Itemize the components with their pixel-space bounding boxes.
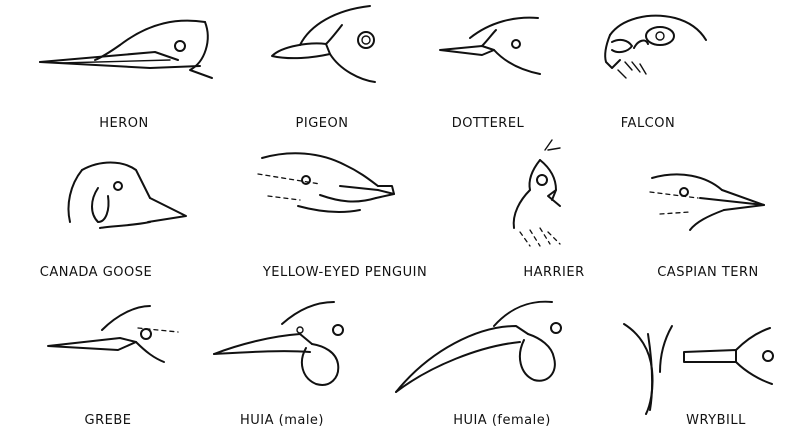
canada-goose-head-drawing xyxy=(69,163,187,229)
falcon-head-drawing xyxy=(605,16,706,78)
heron-label: HERON xyxy=(99,116,148,131)
huia-male-head-drawing xyxy=(214,302,343,385)
huia-female-head-drawing xyxy=(396,302,561,392)
wrybill-label: WRYBILL xyxy=(686,413,746,428)
pigeon-label: PIGEON xyxy=(296,116,349,131)
grebe-head-drawing xyxy=(48,306,178,362)
heron-head-drawing xyxy=(40,21,212,78)
canada-goose-label: CANADA GOOSE xyxy=(40,265,152,280)
dotterel-label: DOTTEREL xyxy=(452,116,525,131)
falcon-label: FALCON xyxy=(621,116,675,131)
wrybill-head-drawing xyxy=(624,324,773,414)
huia-male-label: HUIA (male) xyxy=(240,413,324,428)
grebe-label: GREBE xyxy=(85,413,132,428)
dotterel-head-drawing xyxy=(440,18,540,74)
pigeon-head-drawing xyxy=(272,6,375,82)
yellow-eyed-penguin-label: YELLOW-EYED PENGUIN xyxy=(262,265,427,280)
harrier-label: HARRIER xyxy=(523,265,584,280)
harrier-head-drawing xyxy=(514,140,560,246)
yellow-eyed-penguin-head-drawing xyxy=(258,153,394,212)
caspian-tern-label: CASPIAN TERN xyxy=(657,265,759,280)
huia-female-label: HUIA (female) xyxy=(453,413,551,428)
caspian-tern-head-drawing xyxy=(650,174,764,230)
